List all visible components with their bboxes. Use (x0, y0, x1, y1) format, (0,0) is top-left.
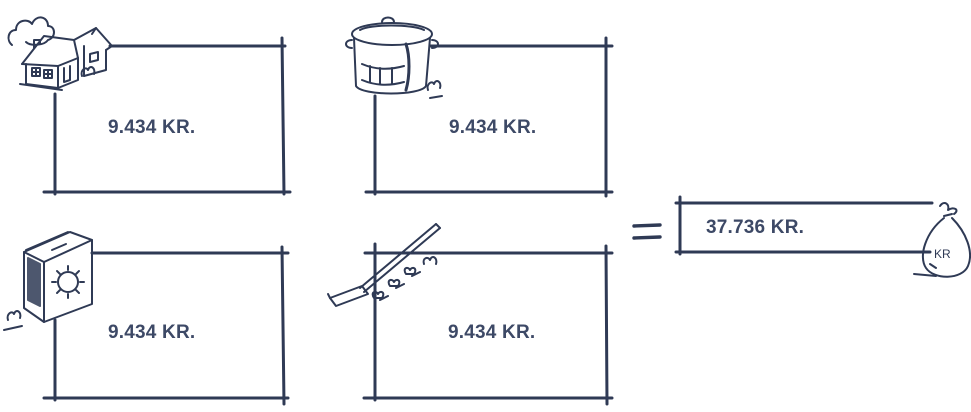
box-hoe (362, 242, 614, 406)
amount-total: 37.736 KR. (706, 217, 805, 238)
amount-pot: 9.434 KR. (449, 117, 537, 138)
money-bag-icon (913, 202, 971, 278)
house-icon (7, 16, 113, 91)
equals-sign (632, 223, 662, 240)
amount-house: 9.434 KR. (108, 117, 196, 138)
box-pot (364, 36, 614, 198)
money-bag-label: KR (934, 247, 951, 261)
box-house (42, 36, 292, 196)
cereal-box-icon (3, 231, 93, 331)
amount-cereal: 9.434 KR. (108, 322, 196, 343)
amount-hoe: 9.434 KR. (448, 322, 536, 343)
box-total (674, 195, 934, 256)
cooking-pot-icon (345, 16, 443, 99)
hoe-icon (327, 223, 441, 307)
box-cereal (42, 245, 290, 406)
